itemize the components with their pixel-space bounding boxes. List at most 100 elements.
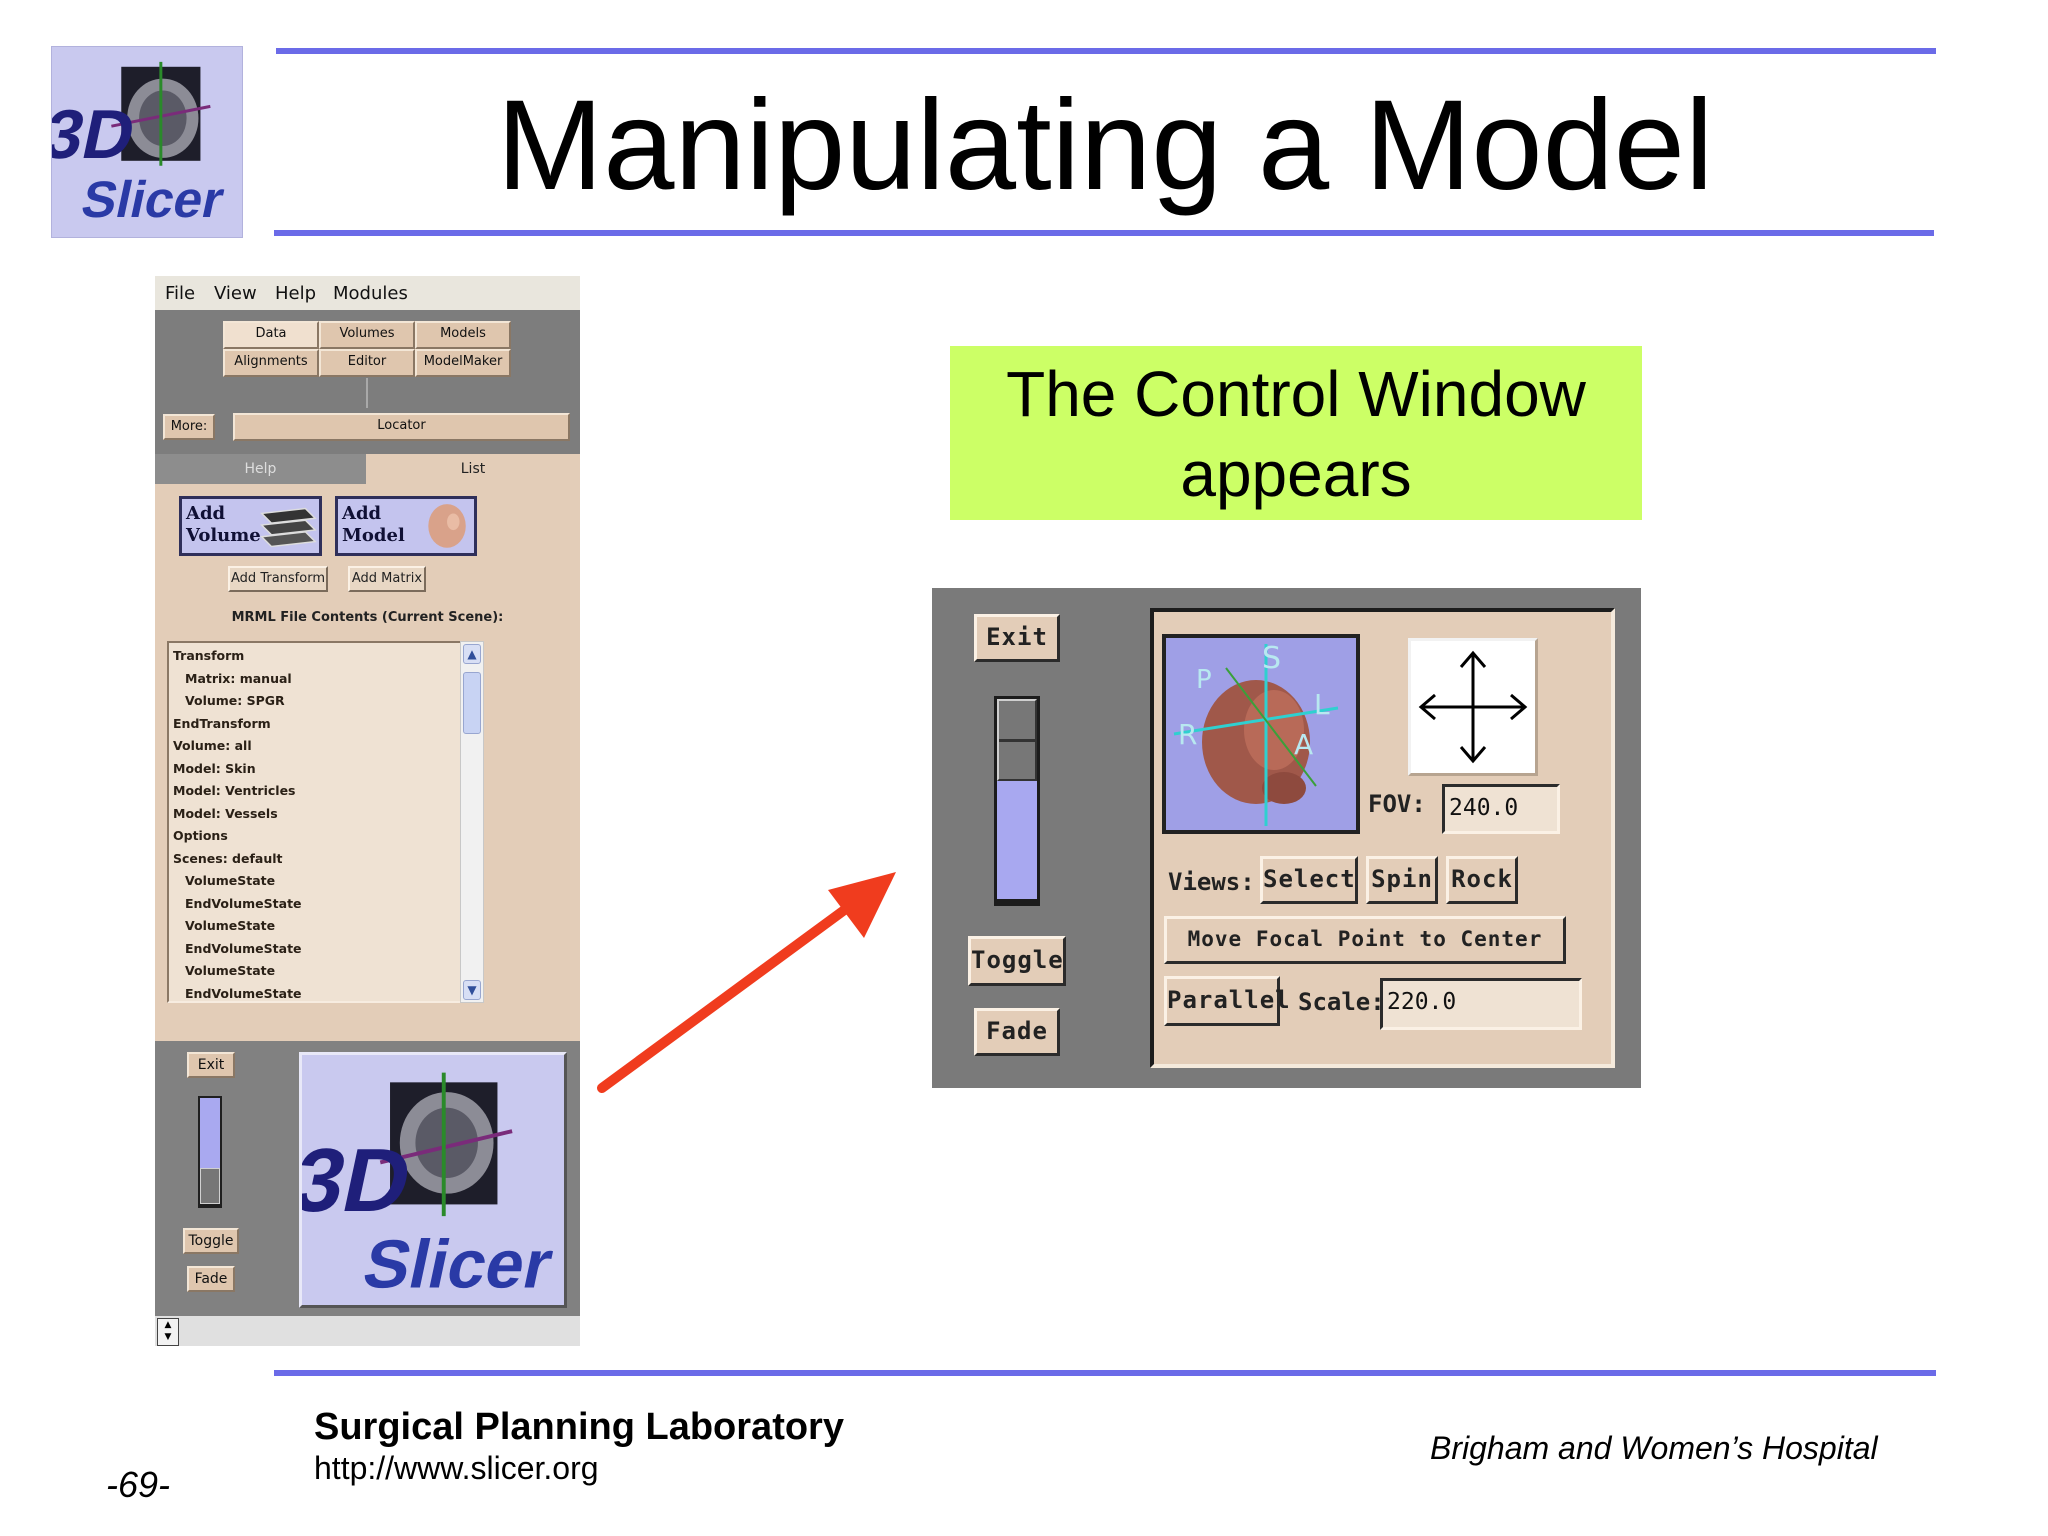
scale-input[interactable]: 220.0 [1380, 978, 1582, 1030]
mrml-list-item[interactable]: Matrix: manual [185, 670, 292, 686]
add-matrix-button[interactable]: Add Matrix [348, 566, 426, 592]
mrml-list-item[interactable]: Model: Skin [173, 760, 256, 776]
list-panel-footer [155, 1003, 580, 1041]
module-tab-models[interactable]: Models [415, 321, 511, 349]
svg-text:3D: 3D [302, 1131, 420, 1231]
cw-exit-button[interactable]: Exit [974, 614, 1060, 662]
mrml-list-item[interactable]: VolumeState [185, 963, 276, 978]
move-arrows-widget[interactable] [1408, 638, 1538, 776]
menu-help[interactable]: Help [275, 283, 317, 304]
callout-line-2: appears [1180, 438, 1412, 510]
tab-help[interactable]: Help [155, 454, 366, 484]
mrml-list-item[interactable]: EndTransform [173, 715, 271, 731]
scale-label: Scale: [1298, 988, 1385, 1016]
mrml-list-item[interactable]: Volume: all [173, 738, 252, 753]
cw-toggle-button[interactable]: Toggle [968, 936, 1066, 986]
move-focal-point-button[interactable]: Move Focal Point to Center [1164, 916, 1566, 964]
module-tab-editor[interactable]: Editor [319, 349, 415, 377]
footer-hospital: Brigham and Women’s Hospital [1430, 1430, 1878, 1466]
parallel-button[interactable]: Parallel [1164, 976, 1290, 1026]
more-button[interactable]: More: [163, 414, 215, 440]
mrml-list-item[interactable]: Options [173, 828, 228, 843]
slicer-main-window: File View Help Modules Data Volumes Mode… [155, 276, 580, 1346]
footer-rule [274, 1370, 1936, 1376]
add-transform-button[interactable]: Add Transform [228, 566, 328, 592]
view-spin-button[interactable]: Spin [1366, 856, 1438, 904]
scroll-thumb[interactable] [463, 672, 481, 734]
module-divider [366, 378, 368, 408]
spinbox-arrows-icon[interactable]: ▲▼ [157, 1318, 179, 1346]
svg-text:Slicer: Slicer [357, 1225, 560, 1302]
control-window: Exit Toggle Fade S P L R A [932, 588, 1641, 1088]
slicer-logo: 3D Slicer [51, 46, 243, 238]
mrml-list-item[interactable]: EndVolumeState [185, 895, 302, 911]
viewer-toggle-button[interactable]: Toggle [183, 1228, 239, 1254]
pointer-arrow [597, 872, 896, 1093]
fov-input[interactable]: 240.0 [1442, 784, 1560, 834]
viewer-slider-knob[interactable] [200, 1168, 220, 1204]
locator-button[interactable]: Locator [233, 413, 570, 441]
svg-text:S: S [1262, 641, 1281, 676]
page-number: -69- [106, 1464, 171, 1505]
mrml-list-item[interactable]: Volume: SPGR [185, 693, 285, 708]
menu-modules[interactable]: Modules [333, 283, 408, 304]
callout-box: The Control Window appears [950, 346, 1642, 520]
svg-text:3D: 3D [52, 96, 142, 173]
head-orientation-view[interactable]: S P L R A [1162, 634, 1360, 834]
viewer-slider-fill [200, 1098, 220, 1168]
mrml-list-item[interactable]: EndVolumeState [185, 985, 302, 1001]
svg-text:P: P [1196, 665, 1212, 695]
viewer-slicer-logo: 3D Slicer [299, 1052, 567, 1308]
footer-lab-name: Surgical Planning Laboratory [314, 1406, 844, 1448]
module-tab-volumes[interactable]: Volumes [319, 321, 415, 349]
tab-list[interactable]: List [366, 454, 580, 484]
cw-slider[interactable] [994, 696, 1040, 906]
viewer-exit-button[interactable]: Exit [187, 1052, 235, 1078]
module-tab-alignments[interactable]: Alignments [223, 349, 319, 377]
callout-line-1: The Control Window [1006, 358, 1586, 430]
mrml-list-item[interactable]: VolumeState [185, 918, 276, 933]
footer-url: http://www.slicer.org [314, 1450, 599, 1486]
bottom-status-bar [155, 1316, 580, 1346]
viewer-fade-button[interactable]: Fade [187, 1266, 235, 1292]
mrml-contents-label: MRML File Contents (Current Scene): [231, 610, 504, 625]
mrml-list-item[interactable]: Model: Ventricles [173, 783, 296, 798]
svg-text:A: A [1294, 728, 1313, 761]
scroll-up-icon[interactable]: ▲ [463, 644, 481, 664]
add-volume-label-2: Volume [186, 525, 261, 546]
four-way-arrows-icon [1418, 650, 1528, 764]
module-tab-data[interactable]: Data [223, 321, 319, 349]
volume-stack-icon [260, 507, 317, 548]
cw-slider-knob[interactable] [997, 699, 1037, 781]
add-model-label-1: Add [342, 503, 382, 524]
view-select-button[interactable]: Select [1260, 856, 1358, 904]
head-orientation-graphic: S P L R A [1173, 641, 1339, 826]
svg-text:R: R [1178, 718, 1197, 751]
mrml-list-item[interactable]: Scenes: default [173, 850, 283, 866]
mrml-scrollbar[interactable]: ▲ ▼ [460, 641, 484, 1003]
add-model-button[interactable]: Add Model [335, 496, 477, 556]
viewer-slider[interactable] [198, 1096, 222, 1208]
views-label: Views: [1168, 868, 1255, 896]
menu-view[interactable]: View [214, 283, 257, 304]
module-tab-modelmaker[interactable]: ModelMaker [415, 349, 511, 377]
add-volume-button[interactable]: Add Volume [179, 496, 322, 556]
mrml-list-item[interactable]: VolumeState [185, 873, 276, 888]
menu-file[interactable]: File [165, 283, 196, 304]
scroll-down-icon[interactable]: ▼ [463, 980, 481, 1000]
svg-text:L: L [1314, 688, 1330, 721]
mrml-list-item[interactable]: Transform [173, 648, 245, 663]
viewer-logo-graphic: 3D Slicer [302, 1072, 560, 1302]
view-rock-button[interactable]: Rock [1446, 856, 1518, 904]
cw-fade-button[interactable]: Fade [974, 1008, 1060, 1056]
mrml-list-item[interactable]: EndVolumeState [185, 940, 302, 956]
menu-bar: File View Help Modules [155, 276, 580, 310]
mrml-list-item[interactable]: Model: Vessels [173, 805, 278, 821]
fov-label: FOV: [1368, 790, 1426, 818]
top-rule [276, 48, 1936, 54]
slicer-logo-graphic: 3D Slicer [52, 61, 229, 229]
slide-title: Manipulating a Model [496, 74, 1714, 217]
add-model-label-2: Model [342, 525, 405, 546]
